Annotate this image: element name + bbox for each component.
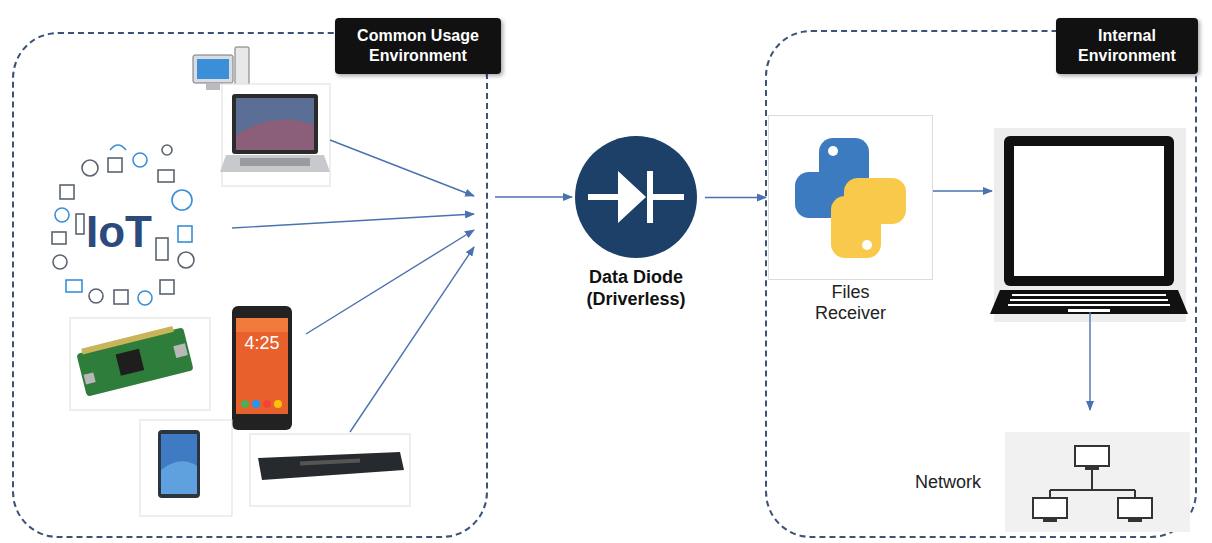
python-logo (769, 116, 932, 279)
region-heading: Common Usage Environment (343, 26, 493, 66)
network-caption: Network (915, 472, 981, 493)
network-monitor (1118, 498, 1152, 518)
network-links (1050, 470, 1135, 498)
region-heading-box: Common Usage Environment (335, 18, 501, 74)
receiver-caption: Files Receiver (801, 282, 901, 324)
network-icon-box (1005, 432, 1190, 532)
iot-logo-text: IoT (72, 208, 166, 256)
environment-region: Internal EnvironmentFiles ReceiverNetwor… (765, 30, 1197, 538)
network-icon (1005, 432, 1190, 532)
region-heading-box: Internal Environment (1056, 18, 1198, 74)
environment-region: Common Usage Environment (12, 32, 488, 538)
python-logo-part (828, 146, 838, 156)
phone-clock: 4:25 (236, 334, 288, 354)
network-node: Network (915, 432, 1190, 532)
diode-caption-wrap: Data Diode (Driverless) (560, 266, 712, 310)
python-logo-part (844, 178, 906, 224)
tablet (140, 420, 232, 516)
dashed-region-border (12, 32, 488, 538)
laptop-arrows (918, 191, 1090, 410)
raspberry-pi-board (70, 318, 210, 410)
rack-server (250, 434, 410, 506)
diode-caption: Data Diode (Driverless) (571, 266, 701, 310)
device-arrows (232, 140, 474, 432)
diode-symbol (574, 135, 698, 259)
laptop-photo (220, 84, 330, 186)
iot-icon-cloud (52, 145, 194, 305)
region-heading: Internal Environment (1064, 26, 1190, 66)
network-monitor-stand (1128, 518, 1142, 522)
data-diode-node: Data Diode (Driverless) (560, 132, 712, 322)
network-monitor-stand (1085, 466, 1099, 470)
flow-connector (705, 197, 766, 198)
network-monitor (1075, 446, 1109, 466)
flow-connector (495, 196, 572, 197)
python-logo-part (862, 240, 872, 250)
diode-line (588, 171, 684, 223)
smartphone (232, 306, 292, 430)
files-receiver-node: Files Receiver (768, 115, 933, 330)
diode-triangle (618, 171, 646, 223)
diode-circle (575, 136, 697, 258)
internal-laptop (990, 128, 1188, 322)
python-logo-box (768, 115, 933, 280)
network-caption-wrap: Network (915, 432, 981, 532)
network-monitor (1033, 498, 1067, 518)
receiver-caption-wrap: Files Receiver (768, 282, 933, 324)
network-monitor-stand (1043, 518, 1057, 522)
